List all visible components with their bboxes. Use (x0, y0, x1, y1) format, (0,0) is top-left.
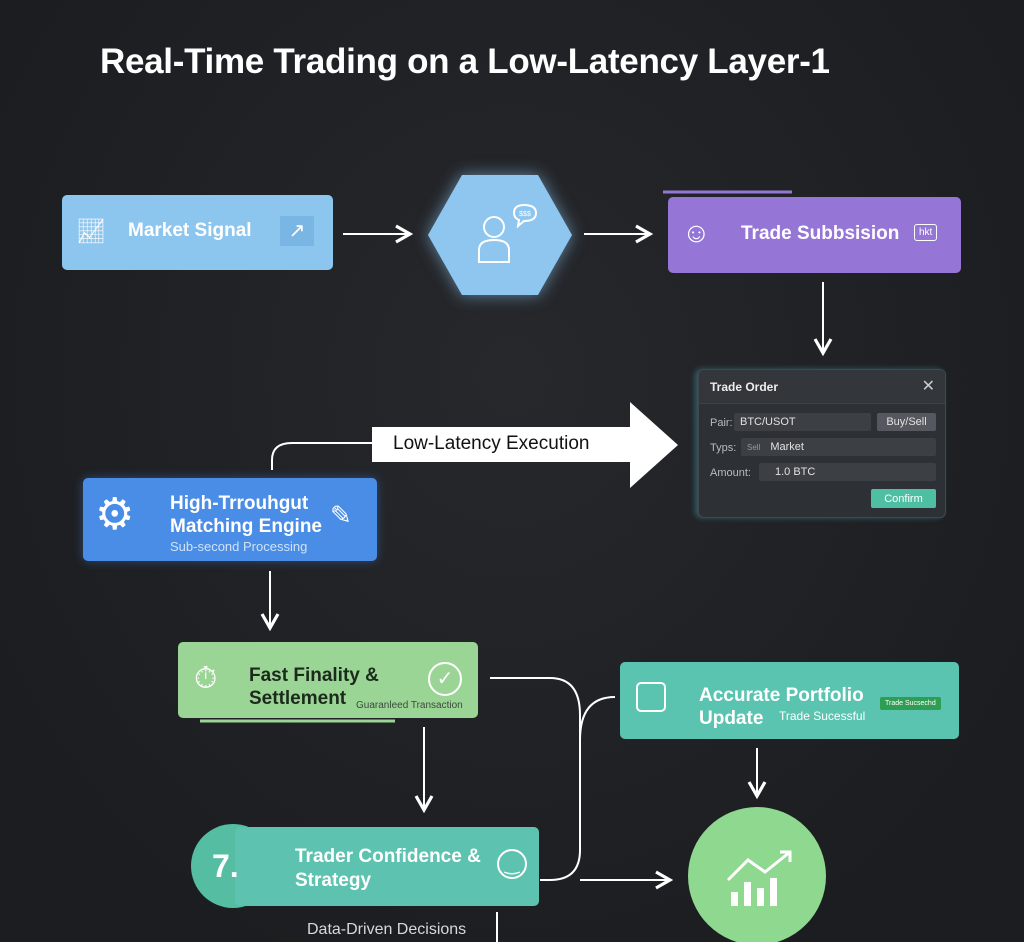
portfolio-title-line1: Accurate Portfolio (699, 685, 864, 706)
stopwatch-icon: ⏱︎ (194, 662, 218, 695)
step-number: 7. (212, 848, 239, 884)
confidence-node: Trader Confidence & Strategy ‿ (235, 827, 539, 906)
confirm-label: Confirm (884, 492, 923, 505)
check-circle-icon: ✓ (428, 662, 462, 696)
market-signal-label: Market Signal (128, 220, 252, 241)
trade-submission-label: Trade Subbsision (741, 223, 900, 244)
submission-badge-icon: hkt (914, 224, 938, 241)
finality-subtitle: Guaranleed Transaction (356, 700, 463, 711)
pair-input[interactable]: BTC/USOT (734, 413, 871, 431)
chart-edit-icon: ✎ (330, 500, 352, 530)
execution-label: Low-Latency Execution (393, 433, 590, 454)
portfolio-title-line2: Update (699, 708, 764, 729)
close-icon[interactable]: ✕ (921, 378, 935, 395)
trade-success-badge: Trade Sucsechd (880, 697, 941, 710)
line-engine-to-execution (271, 442, 372, 470)
confirm-button[interactable]: Confirm (871, 489, 936, 508)
type-label: Typs: (710, 442, 737, 454)
engine-subtitle: Sub-second Processing (170, 539, 308, 554)
buy-sell-label: Buy/Sell (886, 416, 927, 428)
trader-bubble-text: $$$ (519, 211, 531, 218)
gears-icon: ⚙ (95, 490, 135, 539)
type-tag: Sell (747, 442, 761, 452)
trade-submission-node: ☺ Trade Subbsision hkt (668, 197, 961, 273)
engine-title-line1: High-Trrouhgut (170, 493, 309, 514)
line-portfolio-merge (579, 696, 616, 741)
amount-label: Amount: (710, 467, 751, 479)
portfolio-subtitle: Trade Sucessful (779, 709, 866, 723)
user-icon: ☺ (682, 217, 711, 248)
page-title: Real-Time Trading on a Low-Latency Layer… (100, 42, 830, 81)
type-select[interactable]: Sell Market (741, 438, 936, 456)
confidence-title-line1: Trader Confidence & (295, 846, 481, 867)
line-finality-to-growth (490, 677, 581, 881)
trend-up-icon: ↗ (280, 216, 314, 246)
dialog-title: Trade Order (710, 379, 779, 394)
buy-sell-button[interactable]: Buy/Sell (877, 413, 936, 431)
wallet-icon (636, 682, 666, 712)
line-chart-icon: 📈︎ (76, 218, 107, 245)
execution-big-arrow (372, 402, 678, 488)
confidence-title-line2: Strategy (295, 870, 372, 891)
amount-value: 1.0 BTC (775, 466, 816, 478)
growth-circle (688, 807, 826, 942)
pair-label: Pair: (710, 417, 733, 429)
confidence-subtitle: Data-Driven Decisions (307, 921, 467, 938)
finality-title-line2: Settlement (249, 688, 347, 709)
type-value: Market (770, 441, 804, 453)
finality-node: ⏱︎ Fast Finality &Settlement Guaranleed … (178, 642, 478, 718)
market-signal-node: 📈︎ Market Signal ↗ (62, 195, 333, 270)
trader-icon (478, 203, 538, 263)
smiley-icon: ‿ (497, 849, 527, 879)
growth-chart-icon (726, 850, 792, 882)
amount-input[interactable]: 1.0 BTC (759, 463, 936, 481)
pair-value: BTC/USOT (740, 416, 796, 428)
engine-title-line2: Matching Engine (170, 516, 322, 537)
trade-order-dialog: Trade Order ✕ Pair: BTC/USOT Buy/Sell Ty… (698, 369, 946, 518)
finality-title-line1: Fast Finality & (249, 665, 379, 686)
